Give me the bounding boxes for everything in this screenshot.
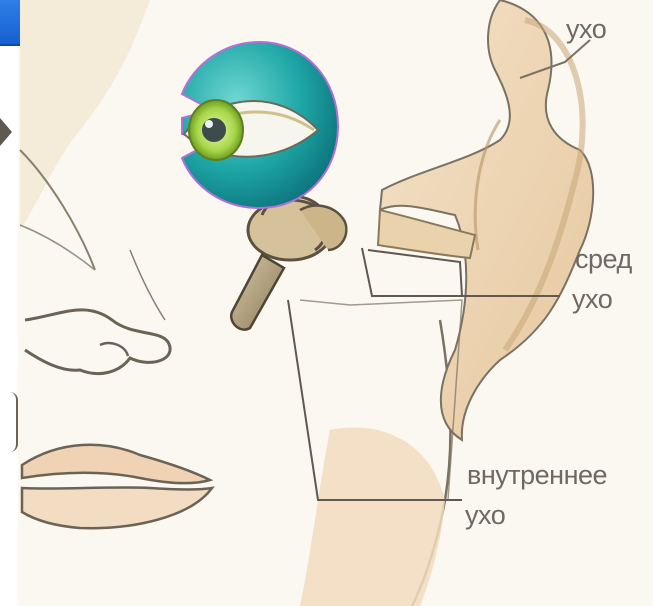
label-middle-ear-line1: сред (575, 244, 632, 274)
lower-lip (22, 487, 212, 528)
hair-shading (20, 0, 150, 230)
brow-line (20, 225, 95, 270)
nose-outline (25, 310, 170, 374)
nostril (100, 343, 128, 356)
pointer-line-middle-ear-b (368, 250, 462, 296)
eustachian-tube (231, 255, 284, 330)
label-inner-ear-line1: внутреннее (467, 460, 607, 490)
label-middle-ear-line2: ухо (572, 284, 612, 314)
eye-icon (176, 38, 342, 212)
neck-shading (300, 428, 445, 606)
label-outer-ear: ухо (566, 14, 606, 44)
label-inner-ear-line2: ухо (465, 500, 505, 530)
upper-lip (22, 445, 210, 483)
eye-navigation-button[interactable] (176, 38, 342, 212)
nose-bridge (130, 250, 165, 320)
